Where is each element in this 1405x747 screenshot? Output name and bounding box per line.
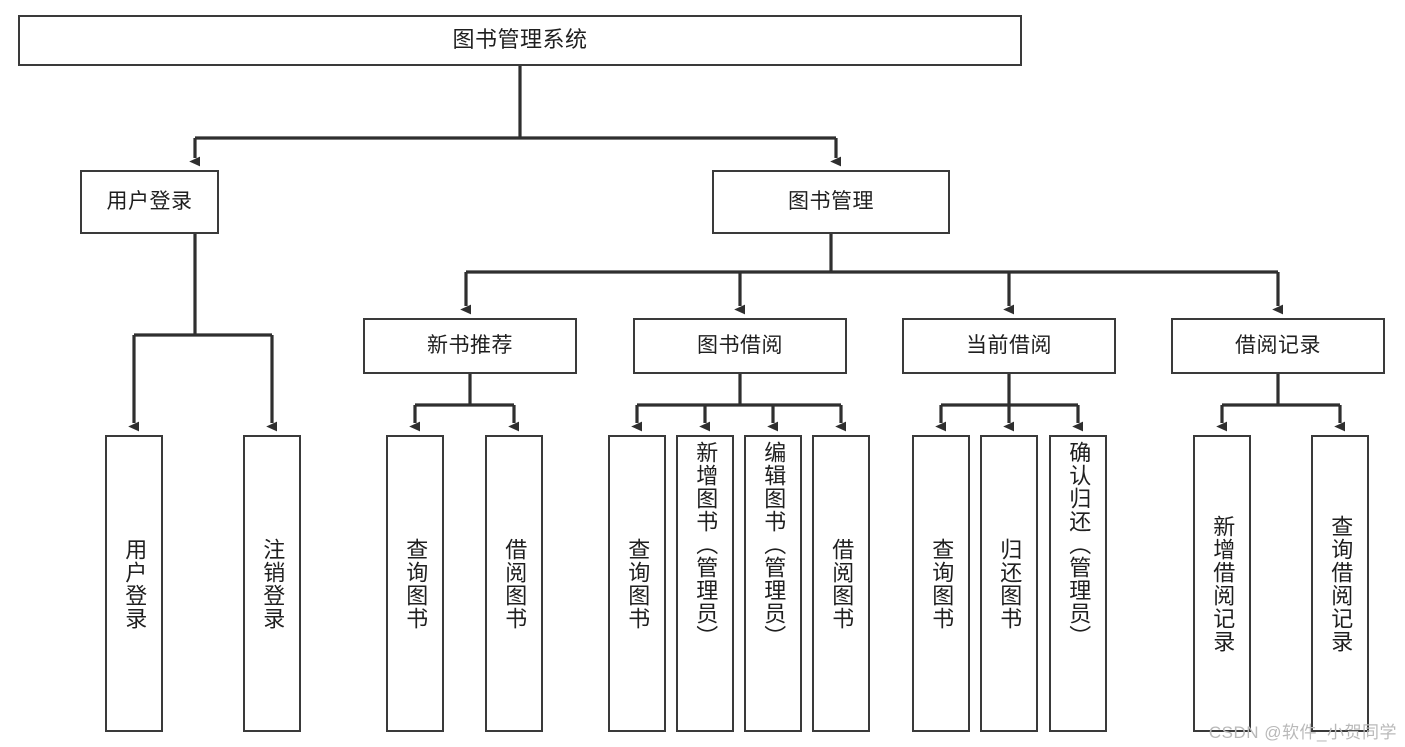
leaf-label: 查询图书 [403, 537, 429, 630]
node-new-book-recommend-label: 新书推荐 [427, 334, 513, 358]
leaf-label: 借阅图书 [829, 537, 855, 630]
leaf-label: 用户登录 [122, 537, 148, 630]
leaf-current-borrow-return[interactable]: 归还图书 [980, 435, 1038, 732]
node-user-login[interactable]: 用户登录 [80, 170, 219, 234]
leaf-current-borrow-query[interactable]: 查询图书 [912, 435, 970, 732]
node-current-borrow[interactable]: 当前借阅 [902, 318, 1116, 374]
leaf-label: 新增图书（管理员） [693, 441, 719, 648]
leaf-book-borrow-edit[interactable]: 编辑图书（管理员） [744, 435, 802, 732]
node-root[interactable]: 图书管理系统 [18, 15, 1022, 66]
leaf-new-book-query[interactable]: 查询图书 [386, 435, 444, 732]
leaf-borrow-record-query[interactable]: 查询借阅记录 [1311, 435, 1369, 732]
node-book-management[interactable]: 图书管理 [712, 170, 950, 234]
leaf-book-borrow-borrow[interactable]: 借阅图书 [812, 435, 870, 732]
leaf-label: 归还图书 [997, 537, 1023, 630]
leaf-current-borrow-confirm-return[interactable]: 确认归还（管理员） [1049, 435, 1107, 732]
leaf-new-book-borrow[interactable]: 借阅图书 [485, 435, 543, 732]
leaf-label: 借阅图书 [502, 537, 528, 630]
node-book-borrow[interactable]: 图书借阅 [633, 318, 847, 374]
leaf-label: 查询借阅记录 [1328, 514, 1354, 653]
leaf-label: 查询图书 [625, 537, 651, 630]
leaf-label: 查询图书 [929, 537, 955, 630]
node-borrow-record-label: 借阅记录 [1235, 334, 1321, 358]
node-borrow-record[interactable]: 借阅记录 [1171, 318, 1385, 374]
leaf-user-login-login[interactable]: 用户登录 [105, 435, 163, 732]
leaf-label: 新增借阅记录 [1210, 514, 1236, 653]
leaf-borrow-record-add[interactable]: 新增借阅记录 [1193, 435, 1251, 732]
node-new-book-recommend[interactable]: 新书推荐 [363, 318, 577, 374]
node-root-label: 图书管理系统 [452, 27, 588, 53]
leaf-label: 注销登录 [260, 537, 286, 630]
leaf-user-login-logout[interactable]: 注销登录 [243, 435, 301, 732]
node-book-management-label: 图书管理 [788, 190, 874, 214]
leaf-book-borrow-add[interactable]: 新增图书（管理员） [676, 435, 734, 732]
node-current-borrow-label: 当前借阅 [966, 334, 1052, 358]
leaf-label: 确认归还（管理员） [1066, 441, 1092, 648]
node-book-borrow-label: 图书借阅 [697, 334, 783, 358]
node-user-login-label: 用户登录 [106, 190, 193, 214]
leaf-label: 编辑图书（管理员） [761, 441, 787, 648]
leaf-book-borrow-query[interactable]: 查询图书 [608, 435, 666, 732]
csdn-watermark: CSDN @软件_小贺同学 [1208, 723, 1397, 742]
